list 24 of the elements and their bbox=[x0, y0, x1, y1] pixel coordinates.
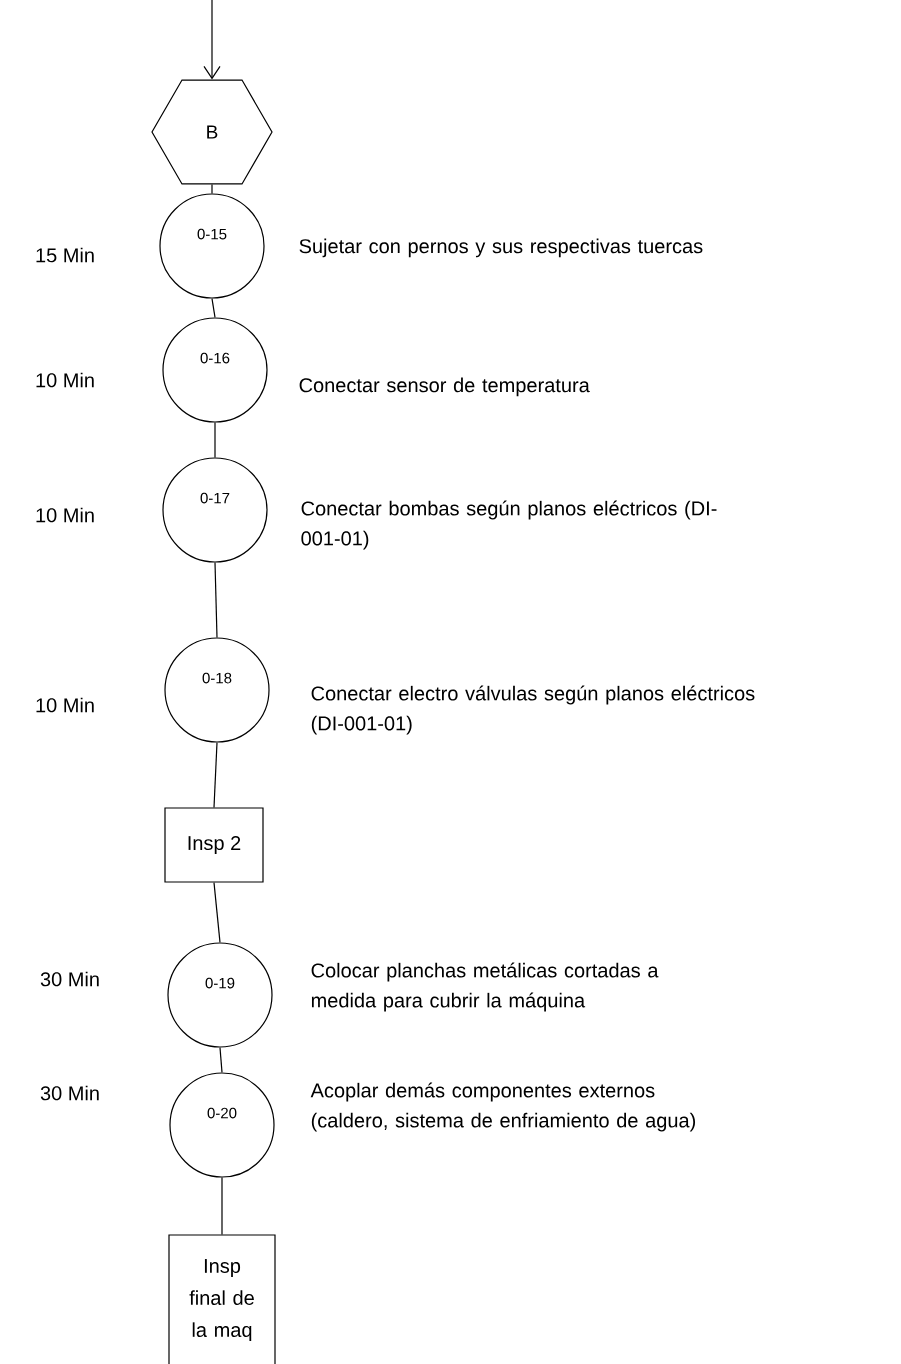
connector-line bbox=[213, 742, 218, 808]
connector-line bbox=[211, 184, 213, 194]
connector-line bbox=[219, 1047, 223, 1073]
step-description: Acoplar demás componentes externos (caldero, sistema de enfriamiento de agua) bbox=[310, 1082, 696, 1132]
inspection-box: Insp final de la maq bbox=[168, 1234, 276, 1364]
duration-label: 10 Min bbox=[36, 697, 94, 713]
duration-label: 30 Min bbox=[40, 971, 99, 987]
step-description: Conectar electro válvulas según planos eléctricos (DI-001-01) bbox=[311, 685, 755, 735]
connector-line bbox=[214, 422, 216, 458]
connector-line bbox=[214, 562, 218, 638]
connector-line bbox=[211, 298, 216, 318]
duration-label: 10 Min bbox=[36, 507, 94, 523]
arrow bbox=[203, 0, 221, 80]
step-description: Colocar planchas metálicas cortadas a medida para cubrir la máquina bbox=[311, 962, 659, 1012]
duration-label: 30 Min bbox=[40, 1085, 99, 1101]
duration-label: 15 Min bbox=[36, 247, 94, 263]
step-description: Sujetar con pernos y sus respectivas tuercas bbox=[299, 238, 703, 258]
connector-line bbox=[221, 1177, 223, 1235]
step-description: Conectar bombas según planos eléctricos (DI-001-01) bbox=[301, 500, 717, 550]
duration-label: 10 Min bbox=[36, 372, 94, 388]
step-description: Conectar sensor de temperatura bbox=[299, 377, 590, 397]
connector-line bbox=[213, 882, 221, 943]
hexagon-node: B bbox=[151, 79, 273, 185]
inspection-box: Insp 2 bbox=[164, 807, 264, 883]
